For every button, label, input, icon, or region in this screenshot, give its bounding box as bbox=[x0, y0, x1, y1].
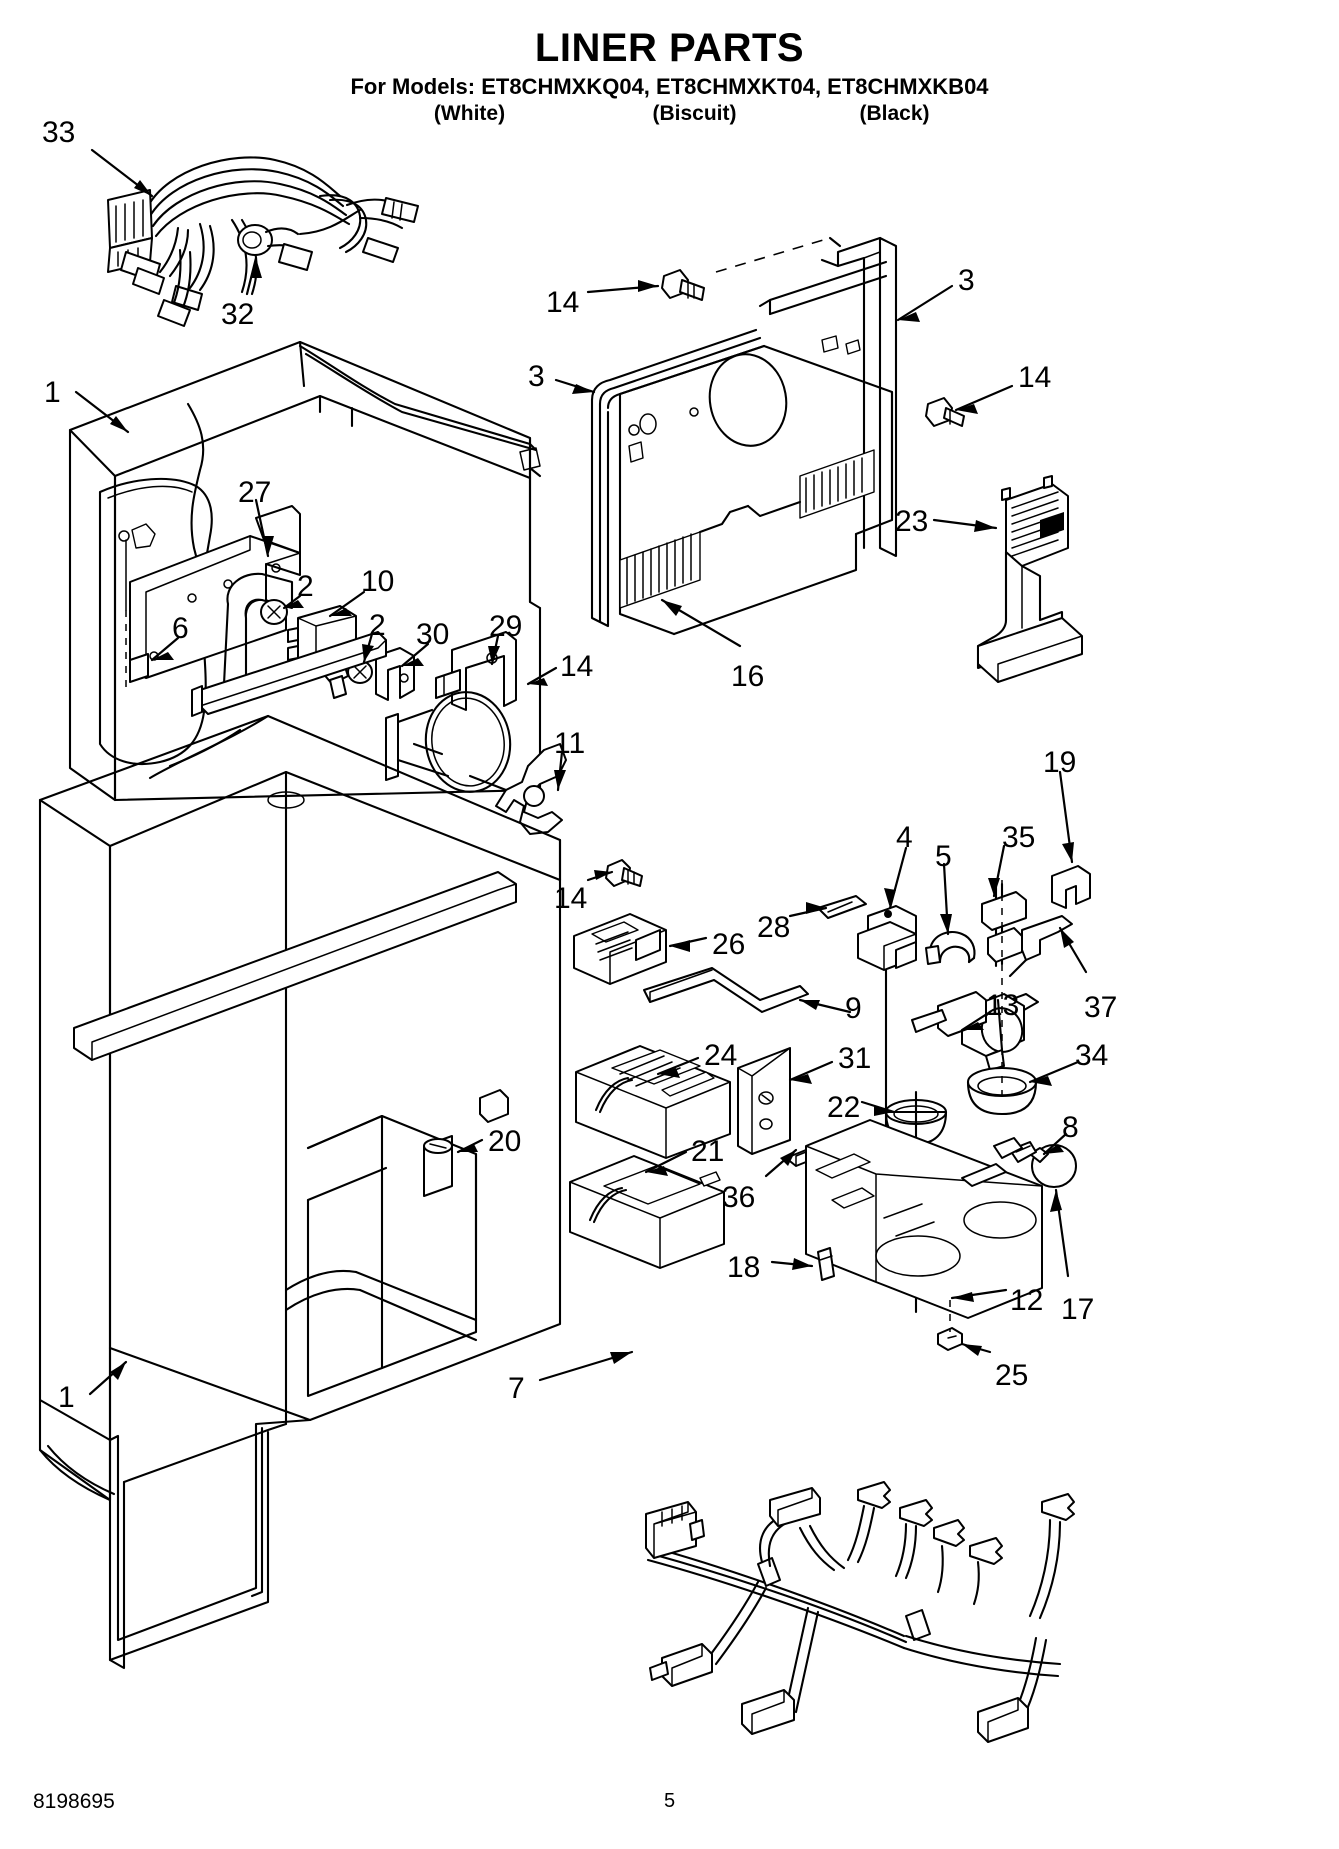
color-black: (Black) bbox=[859, 102, 930, 125]
callout-number-3-gasket: 3 bbox=[958, 264, 975, 297]
callout-number-32-grommet: 32 bbox=[221, 298, 255, 331]
callout-number-6-plug-button: 6 bbox=[172, 612, 189, 645]
callout-number-14-screw: 14 bbox=[1018, 361, 1052, 394]
callout-number-18-fuse: 18 bbox=[727, 1251, 761, 1284]
footer-part-number: 8198695 bbox=[33, 1790, 115, 1813]
part-bins bbox=[569, 1045, 731, 1269]
callout-number-7-wire-harness-lower: 7 bbox=[508, 1372, 525, 1405]
callout-number-20-bushing: 20 bbox=[488, 1125, 522, 1158]
callout-number-35-bracket-lever: 35 bbox=[1002, 821, 1036, 854]
part-liner-cabinet-lower bbox=[38, 714, 562, 1670]
callout-number-36-clip-plate: 36 bbox=[722, 1181, 756, 1214]
callout-number-2-screw-small: 2 bbox=[297, 570, 314, 603]
callout-number-25-nut: 25 bbox=[995, 1359, 1029, 1392]
part-lever-cluster bbox=[857, 865, 1091, 1162]
leader-lines bbox=[74, 148, 1088, 1396]
callout-number-2-screw-small: 2 bbox=[369, 609, 386, 642]
part-control-block bbox=[573, 895, 867, 1013]
callout-number-21-bin-lower: 21 bbox=[691, 1135, 725, 1168]
callout-number-1-liner-cabinet: 1 bbox=[58, 1381, 75, 1414]
callout-number-4-motor: 4 bbox=[896, 821, 913, 854]
part-door-liner bbox=[590, 236, 965, 636]
color-legend: (White) (Biscuit) (Black) bbox=[0, 102, 1339, 126]
callout-number-14-screw: 14 bbox=[560, 650, 594, 683]
callout-number-12-housing: 12 bbox=[1010, 1284, 1044, 1317]
callout-number-26-control-block: 26 bbox=[712, 928, 746, 961]
callout-number-27-bracket: 27 bbox=[238, 476, 272, 509]
callout-number-30-bracket-fan: 30 bbox=[416, 618, 450, 651]
callout-number-22-ring: 22 bbox=[827, 1091, 861, 1124]
callout-number-17-socket: 17 bbox=[1061, 1293, 1095, 1326]
callout-number-29-fan-bracket: 29 bbox=[489, 610, 523, 643]
part-wire-harness-upper bbox=[107, 156, 419, 327]
callout-number-8-light-bulb: 8 bbox=[1062, 1111, 1079, 1144]
callout-number-34-cup: 34 bbox=[1075, 1039, 1109, 1072]
callout-number-37-lever-arm: 37 bbox=[1084, 991, 1118, 1024]
part-liner-cabinet-upper bbox=[68, 340, 542, 802]
callout-number-16-liner-door: 16 bbox=[731, 660, 765, 693]
part-wire-harness-lower bbox=[645, 1481, 1075, 1743]
color-biscuit: (Biscuit) bbox=[652, 102, 737, 125]
callout-number-3-gasket: 3 bbox=[528, 360, 545, 393]
part-air-duct-cover bbox=[976, 475, 1083, 683]
callout-number-13-auger-motor: 13 bbox=[986, 989, 1020, 1022]
callout-number-23-air-duct-cover: 23 bbox=[895, 505, 929, 538]
color-white: (White) bbox=[433, 102, 506, 125]
part-thermostat-assembly bbox=[191, 572, 643, 887]
callout-number-10-thermostat: 10 bbox=[361, 565, 395, 598]
callout-number-5-spring-clip: 5 bbox=[935, 840, 952, 873]
callout-number-24-bin-upper: 24 bbox=[704, 1039, 738, 1072]
callout-number-14-screw: 14 bbox=[554, 882, 588, 915]
callout-number-31-panel-plate: 31 bbox=[838, 1042, 872, 1075]
callout-number-33-wire-harness-upper: 33 bbox=[42, 116, 76, 149]
page-title: LINER PARTS bbox=[534, 26, 805, 70]
callout-number-11-fan-blade: 11 bbox=[554, 727, 586, 760]
models-line: For Models: ET8CHMXKQ04, ET8CHMXKT04, ET… bbox=[350, 74, 989, 99]
callout-number-19-clip: 19 bbox=[1043, 746, 1077, 779]
callout-number-14-screw: 14 bbox=[546, 286, 580, 319]
part-light-housing bbox=[805, 1119, 1077, 1351]
callout-number-1-liner-cabinet: 1 bbox=[44, 376, 61, 409]
footer-page-number: 5 bbox=[663, 1790, 676, 1812]
callout-number-9-wire-clip: 9 bbox=[845, 992, 862, 1025]
callout-number-28-clip-flat: 28 bbox=[757, 911, 791, 944]
